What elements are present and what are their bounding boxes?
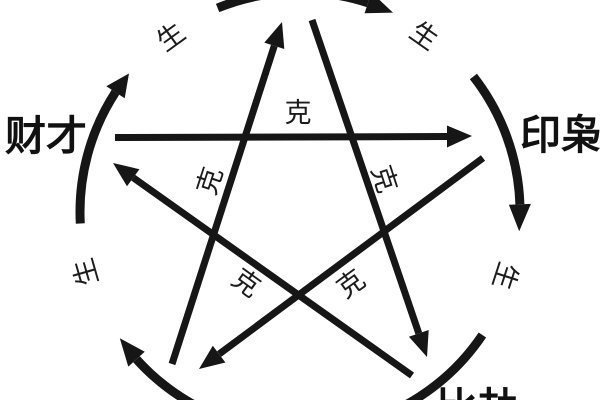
overcoming-arrow-wealth-to-seal	[114, 133, 448, 141]
overcoming-arrow-output-to-officer-arrowhead	[264, 22, 285, 49]
generating-arc-right	[469, 73, 525, 205]
overcoming-arrow-seal-to-output	[217, 155, 486, 357]
node-labels: 财才 印枭 比劫	[5, 112, 600, 400]
overcoming-arrow-officer-to-peer	[308, 18, 423, 335]
generating-label-top-right: 生	[404, 16, 443, 56]
generating-label-left: 生	[68, 255, 104, 289]
overcoming-label-left: 克	[192, 164, 229, 199]
generating-arc-left	[75, 89, 120, 224]
overcoming-arrow-seal-to-output-arrowhead	[199, 345, 226, 369]
overcoming-label-top: 克	[285, 98, 312, 128]
generating-arc-top	[215, 0, 369, 13]
generating-label-right: 生	[487, 259, 524, 294]
generating-arc-left-arrowhead	[106, 73, 129, 99]
overcoming-arrow-peer-to-wealth	[131, 174, 415, 379]
generating-labels: 生 生 生 生	[68, 16, 524, 294]
generating-arc-top-arrowhead	[364, 0, 393, 14]
generating-arc-bottom-left-arrowhead	[119, 338, 145, 367]
overcoming-arrow-output-to-officer	[168, 44, 278, 366]
generating-arc-bottom-left	[133, 356, 195, 400]
overcoming-arrow-peer-to-wealth-arrowhead	[113, 163, 140, 187]
generating-label-top-left: 生	[151, 17, 190, 57]
generating-arc-right-arrowhead	[508, 203, 531, 232]
generating-cycle	[75, 0, 531, 400]
overcoming-arrow-officer-to-peer-arrowhead	[408, 330, 429, 357]
node-label-peer: 比劫	[436, 385, 518, 400]
generating-arc-bottom-right	[405, 332, 487, 400]
node-label-wealth: 财才	[5, 113, 87, 159]
node-label-seal: 印枭	[520, 112, 600, 158]
overcoming-arrow-wealth-to-seal-arrowhead	[447, 125, 472, 148]
overcoming-cycle	[113, 18, 486, 379]
